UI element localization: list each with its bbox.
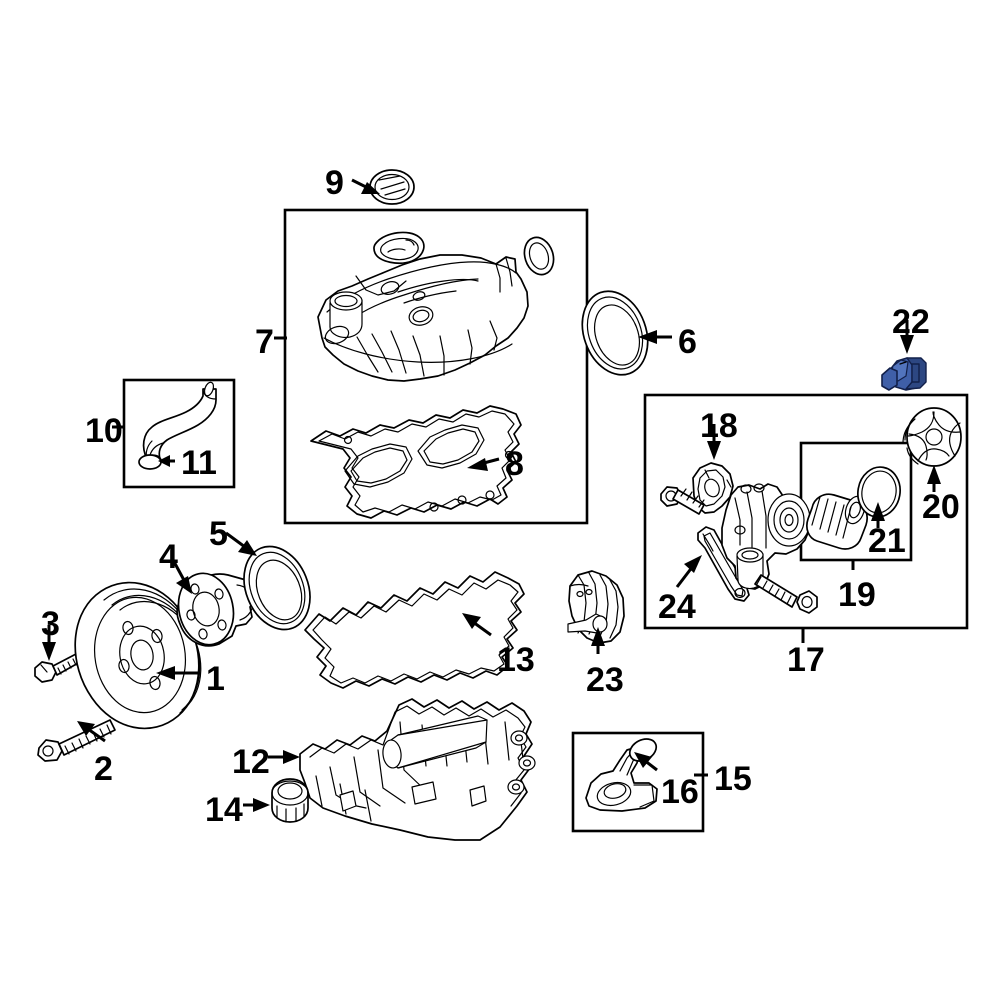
callout-label-20: 20 [922, 488, 960, 526]
front-crankshaft-seal-part [243, 545, 311, 631]
leader-21 [871, 502, 885, 528]
callout-label-2: 2 [94, 750, 113, 788]
callout-label-6: 6 [678, 323, 697, 361]
callout-label-8: 8 [505, 445, 524, 483]
oil-filter-cap-part [902, 407, 962, 467]
engine-oil-cooler-part [567, 570, 625, 644]
rear-crankshaft-seal-part [581, 290, 649, 376]
leader-8 [467, 457, 500, 471]
leader-13 [462, 613, 492, 637]
pulley-bolt-long-part [37, 719, 116, 762]
callout-label-18: 18 [700, 407, 738, 445]
oil-filter-housing-body-part [721, 483, 811, 590]
pulley-bolt-short-part [34, 653, 81, 683]
leader-22 [900, 320, 914, 354]
callout-label-9: 9 [325, 164, 344, 202]
callout-label-17: 17 [787, 641, 825, 679]
callout-label-21: 21 [868, 522, 906, 560]
leader-12 [268, 750, 300, 764]
callout-label-12: 12 [232, 743, 270, 781]
leader-2 [77, 721, 106, 743]
oil-filter-housing-bolt-upper-part [660, 486, 705, 515]
callout-label-1: 1 [206, 660, 225, 698]
oil-pump-chain-tensioner-arm-part [697, 526, 750, 602]
callout-label-16: 16 [661, 773, 699, 811]
callout-label-3: 3 [41, 605, 60, 643]
oil-drain-plug-part [271, 778, 309, 823]
oil-filler-cap-part [369, 169, 415, 205]
callout-label-19: 19 [838, 576, 876, 614]
callout-label-24: 24 [658, 588, 696, 626]
crankshaft-pulley-part [74, 581, 202, 730]
callout-label-14: 14 [205, 791, 243, 829]
leader-9 [351, 178, 380, 194]
group-box-oil-level-sensor [571, 731, 705, 833]
leader-5 [225, 531, 257, 556]
callout-label-11: 11 [181, 444, 217, 482]
callout-label-7: 7 [255, 323, 274, 361]
leader-4 [170, 557, 192, 594]
leader-11 [158, 455, 175, 467]
leader-23 [591, 627, 605, 654]
callout-label-23: 23 [586, 661, 624, 699]
oil-filter-housing-bolt-lower-part [754, 574, 818, 614]
callout-label-22: 22 [892, 303, 930, 341]
leader-6 [638, 330, 672, 344]
leader-1 [156, 666, 199, 680]
valve-cover-assembly-part [310, 231, 555, 519]
group-box-breather-hose [122, 378, 236, 489]
callout-label-4: 4 [159, 538, 178, 576]
callout-label-15: 15 [714, 760, 752, 798]
breather-hose-part [138, 381, 217, 470]
callout-label-13: 13 [497, 641, 535, 679]
leader-18 [707, 424, 721, 460]
group-box-oil-filter-housing [643, 393, 969, 630]
oil-level-sensor-part [585, 738, 658, 812]
leader-16 [634, 752, 658, 772]
leader-24 [675, 555, 702, 588]
oil-pan-gasket-part [304, 571, 525, 689]
oil-pressure-switch-highlighted-part [881, 357, 927, 391]
callout-label-10: 10 [85, 412, 123, 450]
leader-14 [243, 798, 270, 812]
callout-label-5: 5 [209, 515, 228, 553]
leader-3 [42, 625, 56, 661]
leader-20 [927, 465, 941, 492]
group-box-valve-cover [283, 208, 589, 525]
oil-pan-part [299, 698, 536, 841]
